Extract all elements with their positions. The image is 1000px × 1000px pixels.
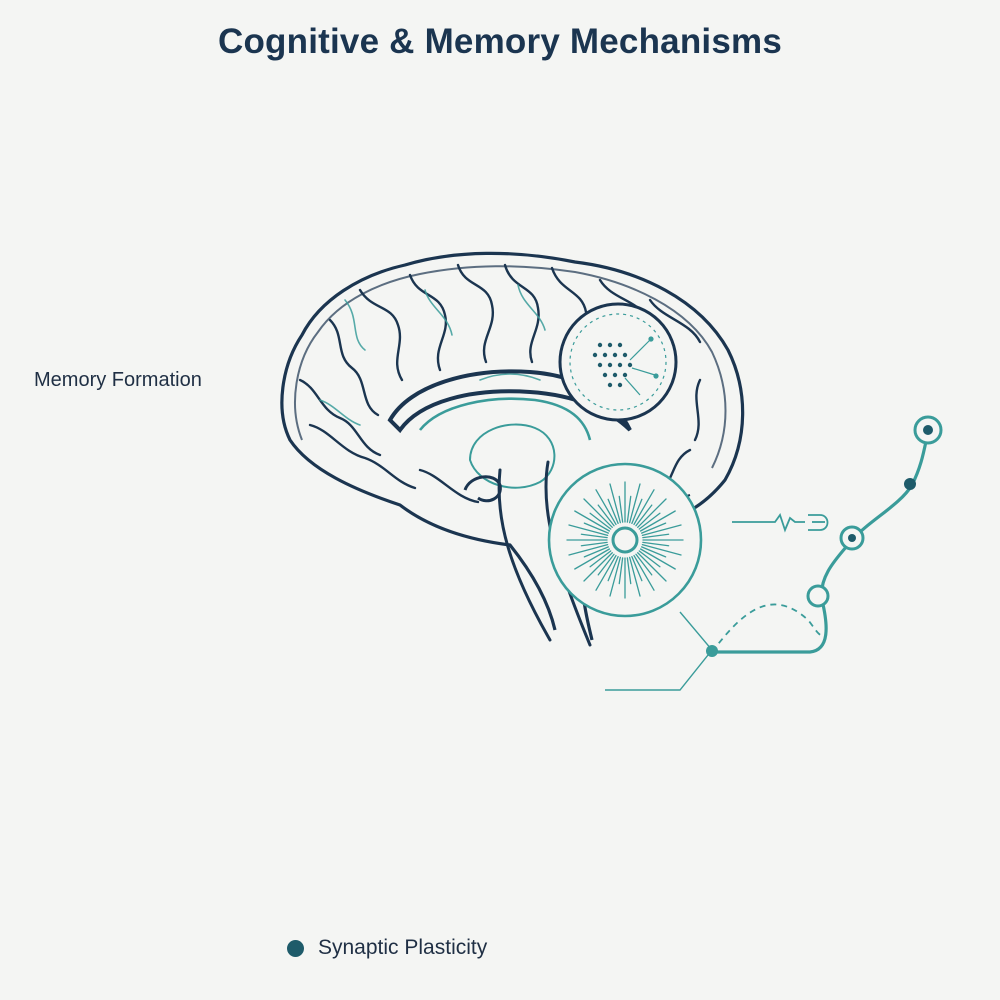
synapse-ray [637,498,667,528]
synapse-ray [629,556,641,597]
synapse-ray [633,554,655,591]
plasticity-curve [706,415,943,657]
leader-line [605,611,713,691]
synapse-ray [583,498,613,528]
corpus-callosum [387,369,632,434]
diagram-title: Cognitive & Memory Mechanisms [218,22,782,61]
synapse-ray [618,495,624,523]
synapse-ray [583,522,610,534]
synapse-ray [626,495,632,523]
synapse-ray [589,550,612,568]
synapse-ray [642,541,670,547]
curve-node [806,584,830,608]
synapse-ray [638,550,661,568]
synapse-ray [568,544,609,556]
brain-inner-outline [294,265,727,469]
memory-formation-label: Memory Formation [34,369,202,391]
synapse-ray [597,553,615,576]
synapse-ray [583,552,613,582]
synapse-ray [580,533,608,539]
synapse-ray [595,554,617,591]
synapse-ray [629,483,641,524]
synapse-ray [638,512,661,530]
synapse-ray [597,504,615,527]
synapse-ray [574,510,611,532]
synapse-ray [589,512,612,530]
legend-label-synaptic-plasticity: Synaptic Plasticity [318,936,488,959]
curve-node [904,478,916,490]
signal-connector [732,513,829,533]
synapse-ray [568,524,609,536]
synapse-zoom-circle [547,462,703,618]
synapse-ray [637,552,667,582]
legend: Synaptic Plasticity [287,936,487,960]
curve-node [923,425,933,435]
synapse-ray [607,498,619,525]
legend-dot [287,939,304,957]
brain-gyri [298,263,702,504]
synapse-ray [626,557,632,585]
synapse-ray [639,510,676,532]
synapse-ray [618,557,624,585]
synapse-ray [631,498,643,525]
curve-node [848,534,856,542]
synapse-ray [574,548,611,570]
synapse-ray [633,489,655,526]
synapse-ray [583,546,610,558]
synapse-ray [631,555,643,582]
brain-gyri-teal [319,284,546,426]
cortex-zoom-circle [558,302,678,422]
synapse-ray [609,556,621,597]
synapse-ray [641,524,682,536]
synapse-ray [595,489,617,526]
pituitary [463,475,502,503]
curve-node [706,645,718,657]
synapse-ray [607,555,619,582]
synapse-ray [641,544,682,556]
synapse-ray [580,541,608,547]
fornix-arc [418,397,592,441]
synapse-ray [635,553,653,576]
synapse-ray [639,548,676,570]
synapse-ray [609,483,621,524]
synapse-ray [635,504,653,527]
synapse-ray [640,522,667,534]
synapse-ray [642,533,670,539]
synapse-ray [640,546,667,558]
